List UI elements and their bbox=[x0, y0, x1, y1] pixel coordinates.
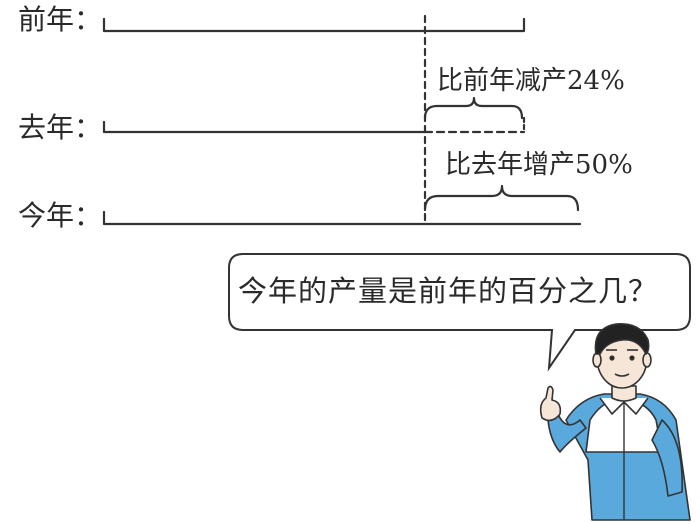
increase-annotation: 比去年增产50% bbox=[445, 150, 633, 180]
brace-increase bbox=[423, 184, 580, 212]
row-label-last-year: 去年： bbox=[18, 111, 103, 144]
row-label-previous-year: 前年： bbox=[18, 3, 103, 36]
speech-bubble-text: 今年的产量是前年的百分之几？ bbox=[238, 274, 659, 308]
speech-bubble bbox=[228, 253, 691, 372]
segment-last-year bbox=[102, 120, 427, 134]
boy-figure bbox=[539, 323, 691, 521]
segment-previous-year bbox=[102, 17, 526, 33]
row-label-this-year: 今年： bbox=[18, 199, 103, 232]
segment-this-year bbox=[102, 210, 582, 226]
decrease-annotation: 比前年减产24% bbox=[437, 66, 625, 96]
brace-reduction bbox=[423, 96, 524, 120]
